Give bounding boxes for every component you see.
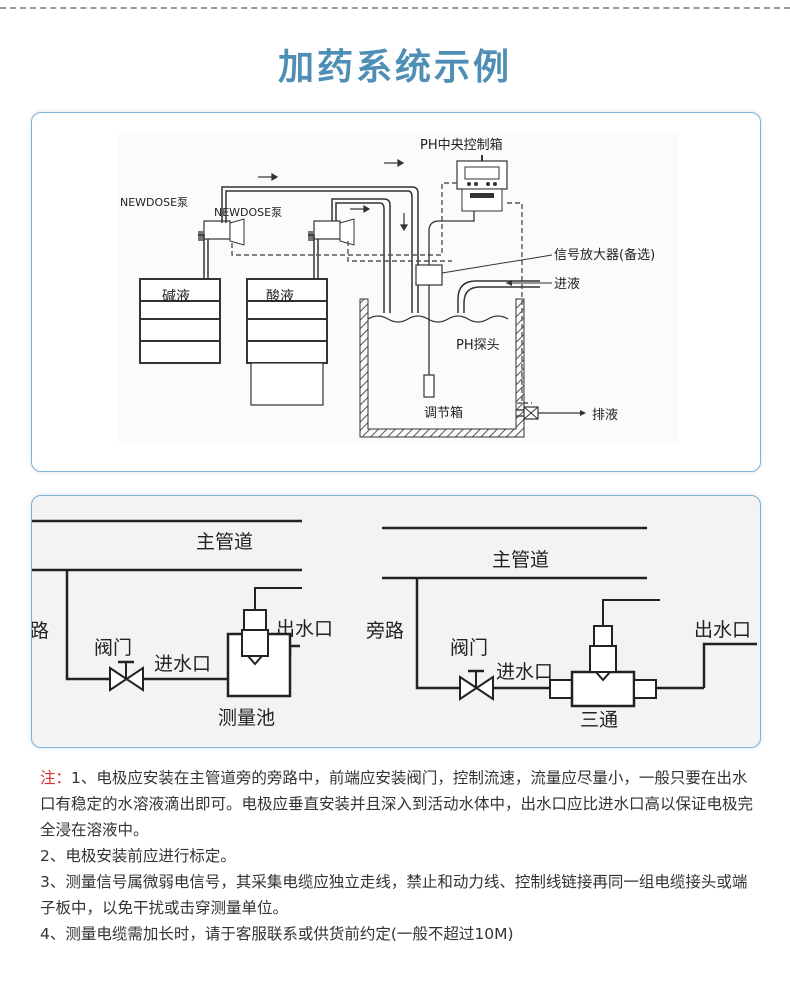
note-item-3: 3、测量信号属微弱电信号，其采集电缆应独立走线，禁止和动力线、控制线链接再同一组…: [40, 873, 748, 917]
pump-left-label: NEWDOSE泵: [120, 196, 188, 209]
left-valve: [109, 660, 144, 692]
tank-alkali-label: 碱液: [162, 289, 190, 305]
page-title: 加药系统示例: [277, 47, 512, 88]
amplifier-cable: [428, 211, 475, 265]
amplifier-leader: [441, 254, 553, 274]
tee-fitting: [549, 599, 660, 708]
note-item-1: 注：1、电极应安装在主管道旁的旁路中，前端应安装阀门，控制流速，流量应尽量小，一…: [40, 765, 755, 843]
right-outlet-label: 出水口: [694, 619, 751, 641]
note-item-2: 2、电极安装前应进行标定。: [40, 847, 236, 865]
inlet-arrow: [506, 280, 512, 286]
probe-label: PH探头: [456, 338, 500, 353]
right-main-pipe-label: 主管道: [492, 549, 549, 571]
dosing-pipes: [221, 186, 419, 313]
right-inlet-label: 进水口: [496, 661, 553, 683]
installation-notes: 注：1、电极应安装在主管道旁的旁路中，前端应安装阀门，控制流速，流量应尽量小，一…: [40, 765, 755, 947]
right-valve: [459, 669, 494, 701]
ph-probe: [423, 374, 435, 398]
note-prefix: 注：: [40, 769, 72, 787]
amplifier-label: 信号放大器(备选): [554, 247, 655, 263]
tank-acid: [246, 278, 328, 406]
dosing-system-diagram-panel: PH中央控制箱 NEWDOSE泵 NEWDOSE泵 碱液: [31, 112, 761, 472]
pump-right: [308, 218, 355, 246]
tank-acid-label: 酸液: [266, 289, 294, 305]
right-tee-label: 三通: [580, 709, 618, 731]
ph-controller-label: PH中央控制箱: [420, 137, 503, 153]
tank-alkali: [139, 278, 221, 364]
dosing-system-diagram: PH中央控制箱 NEWDOSE泵 NEWDOSE泵 碱液: [118, 133, 678, 443]
ph-controller-box: [456, 155, 508, 212]
electrode-installation-panel: 主管道 路 阀门 进水口 出水口 测量池 主管道 旁路 阀门: [31, 495, 761, 748]
left-valve-label: 阀门: [94, 637, 132, 659]
note-item-1-text: 1、电极应安装在主管道旁的旁路中，前端应安装阀门，控制流速，流量应尽量小，一般只…: [40, 769, 754, 839]
adjustment-tank: [359, 298, 525, 438]
left-inlet-label: 进水口: [154, 653, 211, 675]
drain-pipe: [516, 406, 586, 420]
top-dashed-rule: [0, 7, 790, 9]
left-bypass-label: 路: [32, 620, 49, 642]
drain-label: 排液: [592, 408, 618, 423]
measurement-pool: [226, 587, 302, 698]
electrode-installation-diagram: 主管道 路 阀门 进水口 出水口 测量池 主管道 旁路 阀门: [32, 519, 757, 731]
pump-right-label: NEWDOSE泵: [214, 206, 282, 219]
note-item-4: 4、测量电缆需加长时，请于客服联系或供货前约定(一般不超过10M): [40, 925, 514, 943]
tank-label: 调节箱: [424, 405, 463, 421]
right-scheme-pipes: [382, 526, 757, 690]
right-bypass-label: 旁路: [366, 620, 404, 642]
right-valve-label: 阀门: [450, 637, 488, 659]
suction-pipes: [198, 234, 319, 279]
inlet-pipe: [457, 280, 540, 313]
left-main-pipe-label: 主管道: [196, 531, 253, 553]
flow-arrows: [258, 158, 409, 232]
pump-left: [198, 218, 245, 246]
left-pool-label: 测量池: [218, 707, 275, 729]
signal-amplifier: [415, 264, 443, 286]
inlet-label: 进液: [554, 277, 580, 292]
